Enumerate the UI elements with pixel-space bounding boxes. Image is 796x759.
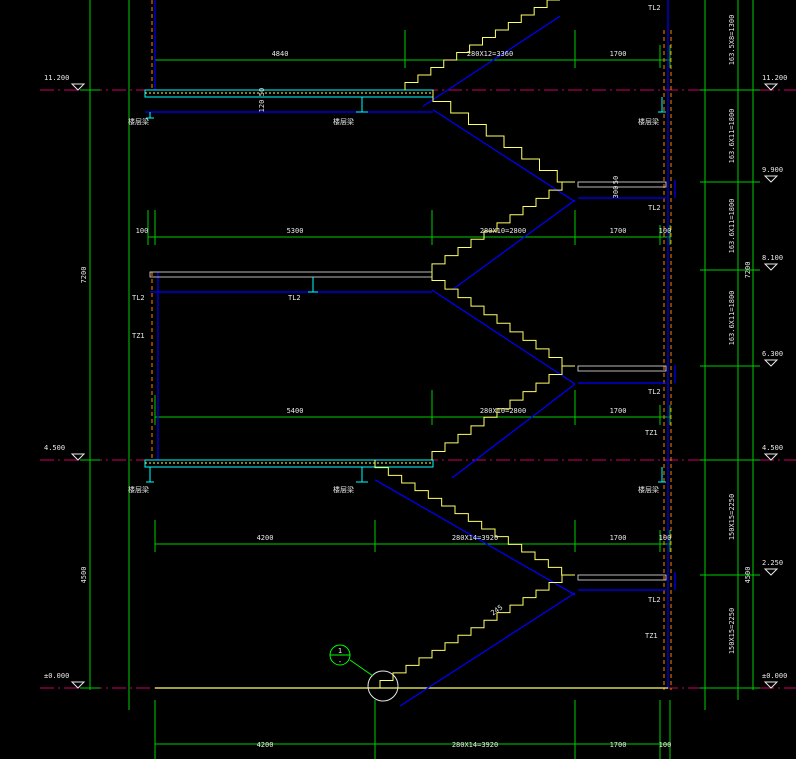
dim-slab-50: 50: [258, 88, 266, 96]
dim-flight-e: 150X15=2250: [728, 494, 736, 540]
dim-r2-right: 1700: [610, 227, 627, 235]
dim-flight-d: 163.6X11=1800: [728, 291, 736, 346]
dim-r3-right: 1700: [610, 407, 627, 415]
dim-top-mid: 280X12=3360: [467, 50, 513, 58]
flight-top-soffit: [422, 15, 561, 107]
flight-c-soffit: [431, 289, 576, 385]
flight-e-treads: [374, 460, 575, 576]
tz1-label-b: TZ1: [645, 429, 658, 437]
tl2-label-c: TL2: [132, 294, 145, 302]
dim-left-lower: 4500: [80, 567, 88, 584]
level-label-right-4500: 4.500: [762, 444, 783, 452]
level-marker-left-0000: [70, 681, 86, 689]
detail-callout: 1 -: [329, 644, 399, 702]
stair-flights: [374, 0, 576, 707]
dim-slab-50b: 50: [612, 176, 620, 184]
level-label-right-6300: 6.300: [762, 350, 783, 358]
dim-right-lower: 4500: [744, 567, 752, 584]
beam-label-3: 楼层梁: [638, 117, 659, 126]
level-label-right-0000: ±0.000: [762, 672, 787, 680]
beam-label-4: 楼层梁: [128, 485, 149, 494]
callout-sheet: -: [338, 658, 342, 666]
level-label-left-4500: 4.500: [44, 444, 65, 452]
level-label-left-11200: 11.200: [44, 74, 69, 82]
dim-r2-100: 100: [136, 227, 149, 235]
landing-2250: [577, 574, 667, 581]
dimension-lines: [80, 0, 760, 759]
level-label-right-2250: 2.250: [762, 559, 783, 567]
dim-flight-f: 150X15=2250: [728, 608, 736, 654]
flight-top-treads: [404, 0, 560, 90]
flight-f-treads: [379, 574, 575, 688]
landing-6300: [577, 365, 667, 372]
dim-flight-c: 163.6X11=1800: [728, 199, 736, 254]
dim-r5-left: 4200: [257, 741, 274, 749]
flight-a-treads: [432, 90, 575, 183]
dim-left-upper: 7200: [80, 267, 88, 284]
level-markers: [70, 83, 779, 689]
dim-flight-b: 163.6X11=1800: [728, 109, 736, 164]
flight-f-soffit: [399, 592, 576, 707]
dim-r3-mid: 280X10=2800: [480, 407, 526, 415]
dim-r4-right: 1700: [610, 534, 627, 542]
dim-r2-left: 5300: [287, 227, 304, 235]
dim-r5-right: 1700: [610, 741, 627, 749]
dim-top-right: 1700: [610, 50, 627, 58]
dim-flight-a: 163.5X8=1300: [728, 15, 736, 66]
tl2-label-b: TL2: [648, 204, 661, 212]
tz1-label-a: TZ1: [132, 332, 145, 340]
slabs: [144, 89, 668, 689]
dim-r4-100: 100: [659, 534, 672, 542]
dim-right-upper: 7200: [744, 262, 752, 279]
dim-top-left: 4840: [272, 50, 289, 58]
flight-a-soffit: [432, 109, 576, 203]
flight-d-treads: [431, 365, 575, 460]
level-marker-left-11200: [70, 83, 86, 91]
flight-e-soffit: [374, 479, 576, 596]
dim-r4-mid: 280X14=3920: [452, 534, 498, 542]
horizontal-dimension-text: 4840 280X12=3360 1700 100 5300 280X10=28…: [136, 50, 672, 749]
dim-r2-100b: 100: [659, 227, 672, 235]
tl2-label-f: TL2: [648, 596, 661, 604]
member-labels: TL2 TL2 TL2 TL2 TL2 TL2 TZ1 TZ1 TZ1 楼层梁 …: [128, 4, 661, 640]
dim-slab-120: 120: [258, 100, 266, 113]
beams: [146, 97, 666, 483]
level-labels: 11.200 4.500 ±0.000 11.200 9.900 8.100 6…: [44, 74, 787, 680]
tz1-label-c: TZ1: [645, 632, 658, 640]
dim-r3-left: 5400: [287, 407, 304, 415]
callout-number: 1: [338, 647, 342, 655]
beam-label-5: 楼层梁: [333, 485, 354, 494]
flight-d-soffit: [451, 383, 576, 479]
callout-leader: [349, 659, 374, 677]
column-hidden-lines: [151, 0, 672, 690]
level-label-left-0000: ±0.000: [44, 672, 69, 680]
flight-b-treads: [431, 181, 575, 272]
dim-r4-left: 4200: [257, 534, 274, 542]
level-label-right-8100: 8.100: [762, 254, 783, 262]
tl2-label-a: TL2: [648, 4, 661, 12]
beam-label-6: 楼层梁: [638, 485, 659, 494]
level-label-right-11200: 11.200: [762, 74, 787, 82]
dim-r5-100: 100: [659, 741, 672, 749]
flight-c-treads: [431, 272, 575, 367]
tl2-label-d: TL2: [288, 294, 301, 302]
beam-label-2: 楼层梁: [333, 117, 354, 126]
dim-r5-mid: 280X14=3920: [452, 741, 498, 749]
wall-outlines: [154, 0, 676, 688]
landing-9900: [577, 181, 667, 188]
detail-circle: [367, 670, 399, 702]
dim-r2-mid: 280X10=2800: [480, 227, 526, 235]
level-marker-left-4500: [70, 453, 86, 461]
tl2-label-e: TL2: [648, 388, 661, 396]
level-label-right-9900: 9.900: [762, 166, 783, 174]
flight-b-soffit: [451, 199, 576, 291]
beam-label-1: 楼层梁: [128, 117, 149, 126]
dim-slab-300: 300: [612, 186, 620, 199]
